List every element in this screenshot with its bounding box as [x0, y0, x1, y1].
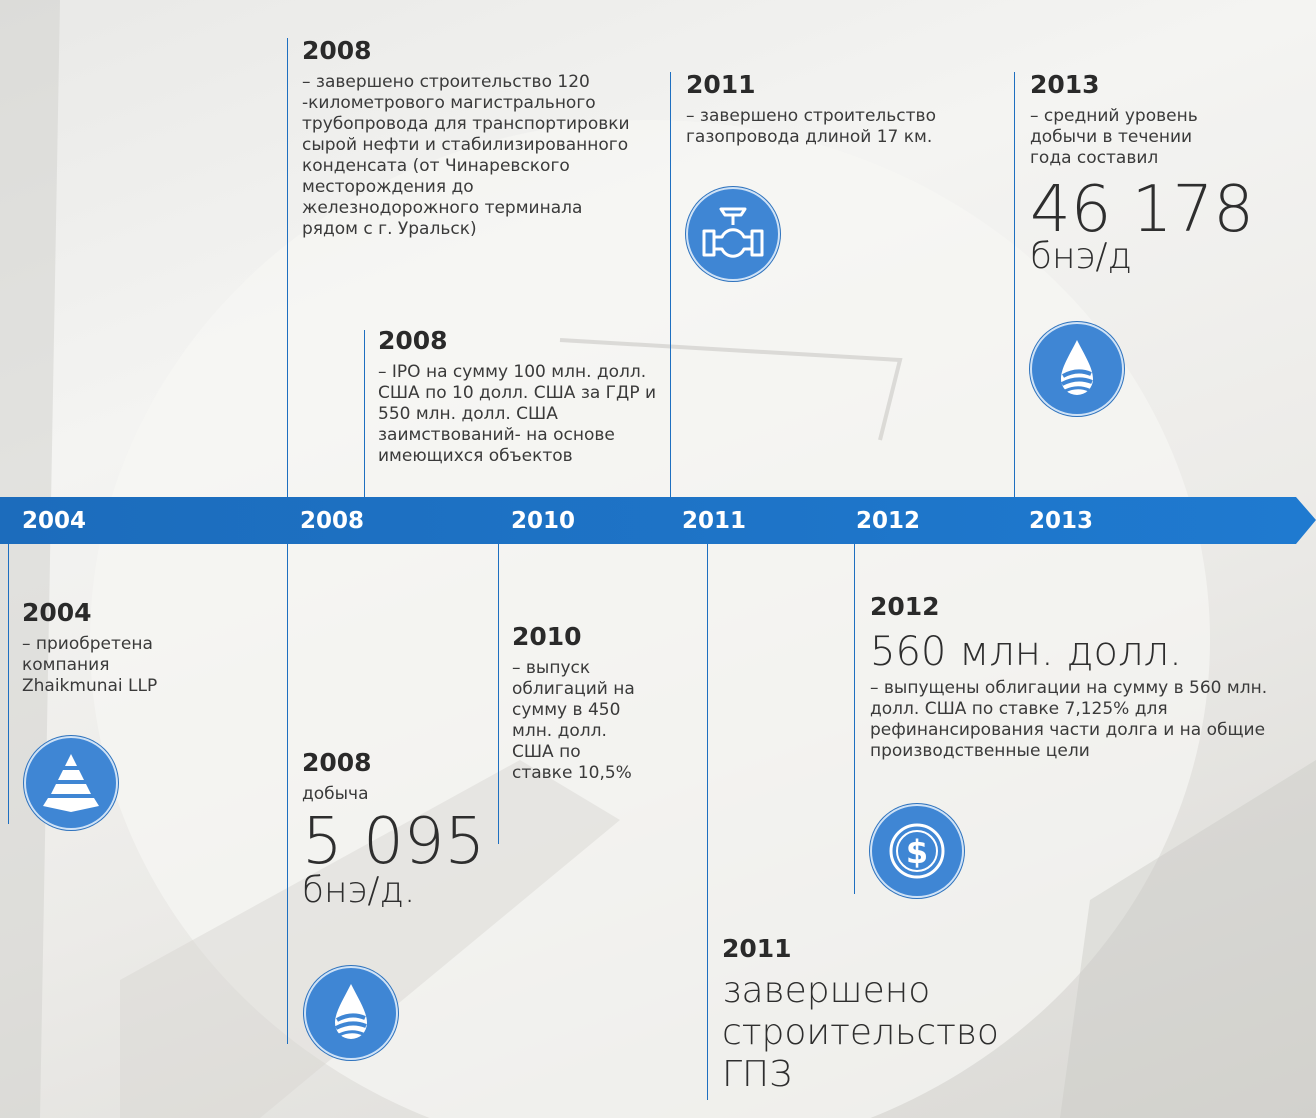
event-unit: бнэ/д: [1030, 236, 1132, 277]
event-text: – IPO на сумму 100 млн. долл. США по 10 …: [378, 362, 657, 466]
event-2011-gpz: 2011 завершено строительство ГПЗ: [722, 934, 1062, 1096]
event-2008-pipeline: 2008 – завершено строительство 120 -кило…: [302, 36, 632, 240]
event-year: 2011: [722, 934, 792, 963]
connector-line-2011b: [707, 544, 708, 1100]
connector-line-2008c: [287, 544, 288, 1044]
dollar-coin-icon: $: [870, 804, 964, 898]
oil-drop-icon: [304, 966, 398, 1060]
event-2008-production: 2008 добыча 5 095 бнэ/д.: [302, 748, 522, 911]
event-year: 2013: [1030, 70, 1100, 99]
event-year: 2011: [686, 70, 756, 99]
event-year: 2008: [302, 36, 372, 65]
band-year-2008: 2008: [300, 508, 365, 534]
event-year: 2008: [378, 326, 448, 355]
connector-line-2010: [498, 544, 499, 844]
connector-line-2008a: [287, 38, 288, 498]
connector-line-2013: [1014, 72, 1015, 498]
valve-icon: [686, 187, 780, 281]
layers-pyramid-icon: [24, 736, 118, 830]
event-text: – завершено строительство 120 -километро…: [302, 72, 630, 239]
svg-text:$: $: [906, 833, 928, 871]
event-year: 2010: [512, 622, 582, 651]
connector-line-2012: [854, 544, 855, 894]
event-text: – завершено строительство газопровода дл…: [686, 106, 936, 147]
band-year-2012: 2012: [856, 508, 921, 534]
band-year-2011: 2011: [682, 508, 747, 534]
event-text: – выпущены облигации на сумму в 560 млн.…: [870, 678, 1268, 761]
event-2013-production: 2013 – средний уровень добычи в течении …: [1030, 70, 1300, 277]
event-2010-bonds: 2010 – выпуск облигаций на сумму в 450 м…: [512, 622, 642, 784]
event-big-number: 5 095: [302, 805, 486, 879]
timeline-band: [0, 497, 1316, 544]
event-big-number: 46 178: [1030, 173, 1254, 247]
event-text: – выпуск облигаций на сумму в 450 млн. д…: [512, 658, 635, 783]
connector-line-2008b: [364, 330, 365, 498]
event-2004-acquisition: 2004 – приобретена компания Zhaikmunai L…: [22, 598, 192, 697]
event-year: 2004: [22, 598, 92, 627]
event-unit: бнэ/д.: [302, 870, 416, 911]
event-headline: 560 млн. долл.: [870, 629, 1182, 675]
event-text: – приобретена компания Zhaikmunai LLP: [22, 634, 158, 696]
event-headline: завершено строительство ГПЗ: [722, 970, 999, 1095]
connector-line-2004: [8, 544, 9, 824]
band-year-2010: 2010: [511, 508, 576, 534]
band-year-2013: 2013: [1029, 508, 1094, 534]
event-text: добыча: [302, 784, 369, 804]
event-2011-gas-pipeline: 2011 – завершено строительство газопрово…: [686, 70, 986, 148]
event-year: 2008: [302, 748, 372, 777]
event-2008-ipo: 2008 – IPO на сумму 100 млн. долл. США п…: [378, 326, 674, 467]
event-text: – средний уровень добычи в течении года …: [1030, 106, 1198, 168]
band-year-2004: 2004: [22, 508, 87, 534]
event-2012-bonds: 2012 560 млн. долл. – выпущены облигации…: [870, 592, 1310, 762]
oil-drop-icon: [1030, 322, 1124, 416]
event-year: 2012: [870, 592, 940, 621]
connector-line-2011a: [670, 72, 671, 498]
